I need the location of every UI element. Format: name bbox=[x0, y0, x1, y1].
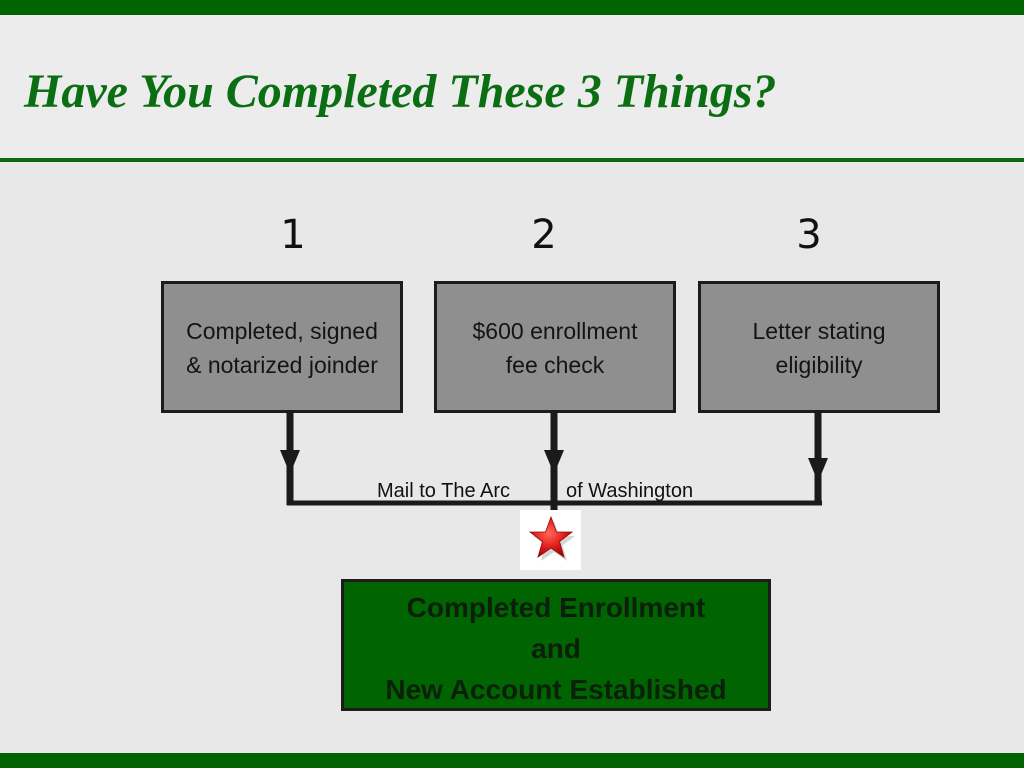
step-text-2: $600 enrollment fee check bbox=[472, 318, 638, 378]
mail-label-right: of Washington bbox=[566, 480, 694, 502]
step-text-1: Completed, signed & notarized joinder bbox=[186, 318, 378, 378]
result-line-2: and bbox=[531, 633, 581, 664]
result-box: Completed Enrollment and New Account Est… bbox=[341, 579, 771, 711]
arrowhead-step-2 bbox=[544, 450, 564, 474]
step-box-1: Completed, signed & notarized joinder bbox=[161, 281, 403, 413]
result-line-1: Completed Enrollment bbox=[406, 592, 706, 623]
step-number-1: 1 bbox=[280, 212, 306, 258]
step-number-3: 3 bbox=[796, 212, 822, 258]
step-text-3: Letter stating eligibility bbox=[752, 318, 886, 378]
red-star-icon bbox=[520, 510, 581, 570]
title-divider bbox=[0, 158, 1024, 162]
bottom-accent-bar bbox=[0, 753, 1024, 768]
arrowhead-step-1 bbox=[280, 450, 300, 474]
step-box-3: Letter stating eligibility bbox=[698, 281, 940, 413]
slide-title: Have You Completed These 3 Things? bbox=[24, 65, 777, 118]
title-band bbox=[0, 15, 1024, 159]
top-accent-bar bbox=[0, 0, 1024, 15]
result-line-3: New Account Established bbox=[385, 674, 727, 705]
mail-label-left: Mail to The Arc bbox=[377, 480, 511, 502]
step-number-2: 2 bbox=[531, 212, 557, 258]
arrowhead-step-3 bbox=[808, 458, 828, 482]
